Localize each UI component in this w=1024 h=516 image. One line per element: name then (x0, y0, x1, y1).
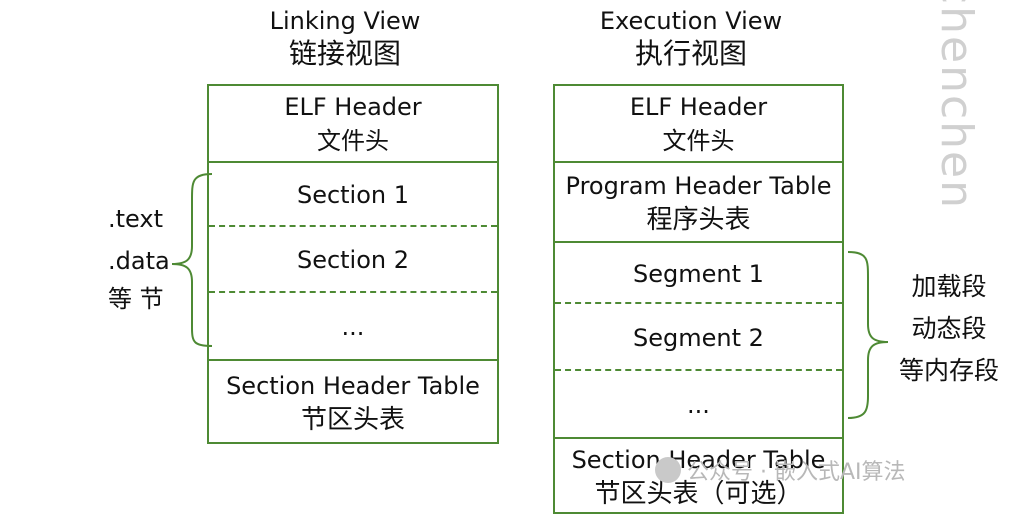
linking-section-1-label: Section 1 (296, 181, 410, 209)
execution-pht-zh: 程序头表 (646, 205, 751, 235)
execution-elf-header-en: ELF Header (629, 92, 768, 121)
linking-section-header-table: Section Header Table 节区头表 (209, 359, 497, 444)
linking-view-box: ELF Header 文件头 Section 1 Section 2 ... S… (207, 84, 499, 444)
execution-program-header-table: Program Header Table 程序头表 (555, 161, 842, 243)
linking-section-2: Section 2 (209, 225, 497, 293)
execution-segment-1: Segment 1 (555, 241, 842, 304)
linking-section-ellipsis: ... (341, 313, 365, 341)
linking-view-title-en: Linking View (269, 7, 421, 35)
linking-side-text: .text (108, 205, 163, 233)
vertical-watermark: chenchen (931, 0, 982, 210)
execution-side-labels: 加载段 动态段 等内存段 (876, 266, 1022, 392)
linking-brace (171, 173, 213, 347)
execution-sht-en: Section Header Table (571, 445, 826, 474)
linking-elf-header: ELF Header 文件头 (209, 86, 497, 161)
linking-sht-en: Section Header Table (226, 371, 480, 400)
execution-view-title-zh: 执行视图 (634, 37, 747, 70)
linking-side-labels: .text .data 等 节 (108, 200, 170, 318)
linking-view-title: Linking View 链接视图 (195, 6, 495, 72)
wechat-icon (655, 457, 681, 483)
account-watermark-text: 公众号 · 嵌入式AI算法 (687, 460, 906, 485)
linking-view-title-zh: 链接视图 (288, 37, 401, 70)
execution-side-etc: 等内存段 (898, 356, 999, 385)
linking-elf-header-en: ELF Header (284, 92, 422, 121)
linking-elf-header-zh: 文件头 (317, 126, 389, 155)
execution-segment-1-label: Segment 1 (633, 259, 764, 288)
linking-section-2-label: Section 2 (296, 246, 410, 274)
execution-elf-header: ELF Header 文件头 (555, 86, 842, 161)
execution-side-load: 加载段 (911, 272, 987, 301)
execution-side-dynamic: 动态段 (911, 314, 987, 343)
linking-section-1: Section 1 (209, 161, 497, 227)
execution-segment-2-label: Segment 2 (633, 323, 764, 352)
linking-section-more: ... (209, 291, 497, 361)
execution-pht-en: Program Header Table (565, 172, 832, 200)
execution-segment-2: Segment 2 (555, 302, 842, 371)
execution-sht-zh: 节区头表（可选） (594, 478, 803, 509)
execution-brace (847, 251, 889, 419)
execution-segment-more: ... (555, 369, 842, 439)
execution-view-box: ELF Header 文件头 Program Header Table 程序头表… (553, 84, 844, 514)
execution-elf-header-zh: 文件头 (662, 126, 735, 155)
account-watermark: 公众号 · 嵌入式AI算法 (655, 454, 906, 486)
linking-side-data: .data (108, 247, 170, 275)
execution-view-title-en: Execution View (599, 7, 783, 35)
execution-view-title: Execution View 执行视图 (541, 6, 841, 72)
linking-side-etc: 等 节 (108, 285, 164, 313)
execution-segment-ellipsis: ... (687, 391, 710, 419)
linking-sht-zh: 节区头表 (300, 404, 405, 435)
execution-section-header-table: Section Header Table 节区头表（可选） (555, 437, 842, 514)
